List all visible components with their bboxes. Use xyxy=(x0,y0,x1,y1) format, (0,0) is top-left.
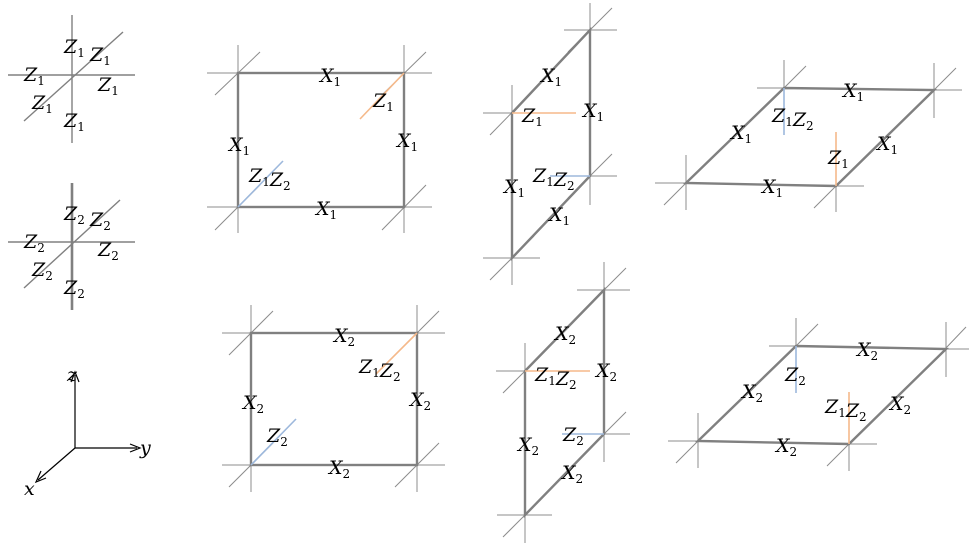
operator-label-z2: Z2 xyxy=(89,209,111,233)
operator-label-x1: X1 xyxy=(581,100,604,124)
operator-label-z2: Z2 xyxy=(562,424,584,448)
operator-label-z2: Z2 xyxy=(63,203,85,227)
operator-label-z1z2: Z1Z2 xyxy=(534,364,577,392)
operator-label-x1: X1 xyxy=(395,130,418,154)
operator-label-z1z2: Z1Z2 xyxy=(824,396,867,424)
plaquette-2 xyxy=(483,3,617,285)
operator-label-x2: X2 xyxy=(594,360,617,384)
operator-label-z2: Z2 xyxy=(784,364,806,388)
operator-label-x2: X2 xyxy=(553,323,576,347)
operator-label-z1: Z1 xyxy=(63,110,85,134)
plaquette-6 xyxy=(668,318,969,471)
operator-label-z1: Z1 xyxy=(23,64,45,88)
operator-label-x2: X2 xyxy=(408,389,431,413)
operator-label-x2: X2 xyxy=(332,325,355,349)
operator-label-x1: X1 xyxy=(729,122,752,146)
operator-label-x1: X1 xyxy=(502,176,525,200)
plaquette-1 xyxy=(207,45,432,233)
operator-label-x1: X1 xyxy=(547,204,570,228)
coordinate-axes xyxy=(34,370,142,484)
operator-label-z1: Z1 xyxy=(521,105,543,129)
plaquette-5 xyxy=(496,262,630,543)
plaquette-3 xyxy=(655,60,962,212)
operator-label-z1: Z1 xyxy=(63,36,85,60)
operator-label-z1: Z1 xyxy=(31,92,53,116)
operator-label-x1: X1 xyxy=(227,134,250,158)
operator-label-z1: Z1 xyxy=(372,90,394,114)
operator-label-x1: X1 xyxy=(875,133,898,157)
operator-label-x1: X1 xyxy=(760,176,783,200)
star-z1 xyxy=(8,15,135,143)
operator-label-x2: X2 xyxy=(241,392,264,416)
operator-label-z1z2: Z1Z2 xyxy=(358,356,401,384)
operator-label-x2: X2 xyxy=(560,462,583,486)
operator-label-z1: Z1 xyxy=(827,147,849,171)
operator-label-z2: Z2 xyxy=(23,231,45,255)
operator-label-x2: X2 xyxy=(516,434,539,458)
operator-label-x2: X2 xyxy=(740,381,763,405)
operator-label-z2: Z2 xyxy=(97,239,119,263)
operator-label-x1: X1 xyxy=(318,65,341,89)
operator-label-x1: X1 xyxy=(841,80,864,104)
axis-label-x: x xyxy=(24,478,35,500)
operator-label-x2: X2 xyxy=(855,339,878,363)
operator-label-z1: Z1 xyxy=(89,44,111,68)
operator-label-x2: X2 xyxy=(327,457,350,481)
operator-label-z1z2: Z1Z2 xyxy=(248,165,291,193)
operator-label-z1z2: Z1Z2 xyxy=(532,165,575,193)
operator-label-z1: Z1 xyxy=(97,74,119,98)
operator-label-x1: X1 xyxy=(539,65,562,89)
star-z2 xyxy=(8,183,135,310)
operator-label-z1z2: Z1Z2 xyxy=(771,105,814,133)
operator-label-z2: Z2 xyxy=(266,425,288,449)
axis-label-z: z xyxy=(66,364,78,386)
axis-label-y: y xyxy=(139,437,151,459)
operator-label-x2: X2 xyxy=(888,393,911,417)
operator-label-z2: Z2 xyxy=(63,277,85,301)
operator-label-x2: X2 xyxy=(774,435,797,459)
operator-label-z2: Z2 xyxy=(31,259,53,283)
plaquette-4 xyxy=(222,305,445,492)
operator-label-x1: X1 xyxy=(314,198,337,222)
